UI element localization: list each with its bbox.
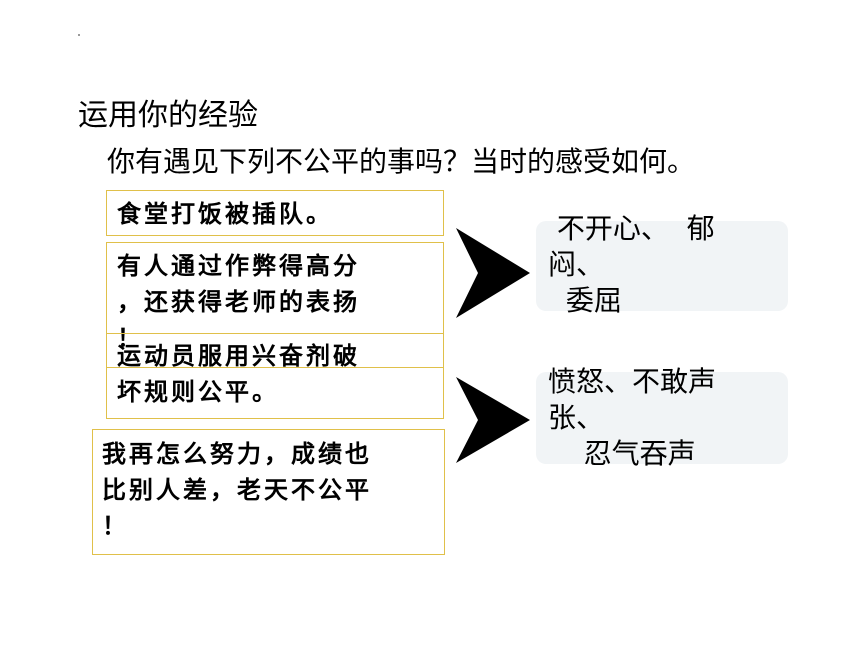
case-box-effort [92, 429, 445, 555]
arrow-right-icon [456, 228, 530, 318]
case-text-effort: 我再怎么努力，成绩也 比别人差，老天不公平 ！ [102, 439, 372, 540]
decorative-dot [78, 34, 80, 36]
case-box-doping [106, 333, 444, 419]
question-prompt: 你有遇见下列不公平的事吗？当时的感受如何。 [107, 145, 696, 178]
feeling-text-angry: 愤怒、不敢声 张、 忍气吞声 [548, 365, 717, 470]
arrow-right-icon [456, 377, 530, 463]
case-text-queue-jumping: 食堂打饭被插队。 [117, 199, 333, 228]
section-heading: 运用你的经验 [78, 98, 258, 133]
case-text-cheating: 有人通过作弊得高分 ，还获得老师的表扬 ！ [117, 251, 360, 352]
case-box-cheating [106, 242, 444, 368]
feeling-box-upset [536, 221, 788, 311]
case-text-doping: 运动员服用兴奋剂破 坏规则公平。 [117, 341, 360, 406]
case-box-queue-jumping [106, 190, 444, 236]
feeling-text-upset: 不开心、 郁 闷、 委屈 [548, 212, 715, 317]
feeling-box-angry [536, 372, 788, 464]
